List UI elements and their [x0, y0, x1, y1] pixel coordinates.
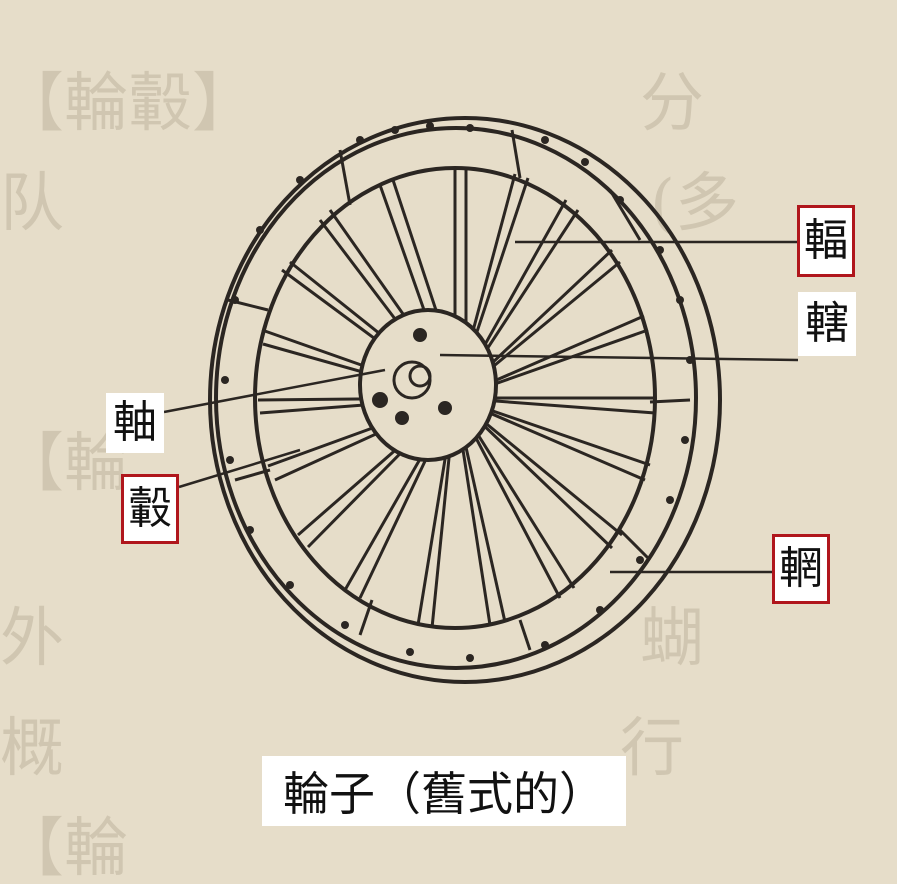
label-spoke: 輻 — [797, 205, 855, 277]
label-hub: 轂 — [121, 474, 179, 544]
svg-text:【輪轂】: 【輪轂】 — [0, 67, 256, 141]
outer-rim-inner — [214, 126, 698, 670]
svg-text:概: 概 — [0, 712, 64, 786]
svg-text:行: 行 — [620, 712, 684, 786]
wheel — [163, 116, 799, 684]
figure-caption: 輪子（舊式的） — [262, 756, 626, 826]
leader-lines — [163, 240, 799, 574]
label-axle: 軸 — [106, 393, 164, 453]
outer-rim — [208, 116, 722, 684]
label-linchpin: 轄 — [798, 292, 856, 356]
rivets — [221, 122, 694, 662]
svg-text:分: 分 — [640, 67, 704, 141]
svg-text:外: 外 — [0, 602, 64, 676]
label-rim: 輞 — [772, 534, 830, 604]
svg-text:蝴: 蝴 — [640, 602, 704, 676]
svg-text:【輪: 【輪 — [0, 812, 128, 884]
leader-hub — [178, 448, 301, 489]
leader-linchpin — [439, 353, 799, 362]
background-text: 【輪轂】 队 【輪 外 概 【輪 分 (多 蝴 行 — [0, 67, 739, 884]
leader-axle — [163, 368, 386, 414]
svg-text:(多: (多 — [650, 167, 739, 241]
svg-text:队: 队 — [0, 167, 64, 241]
